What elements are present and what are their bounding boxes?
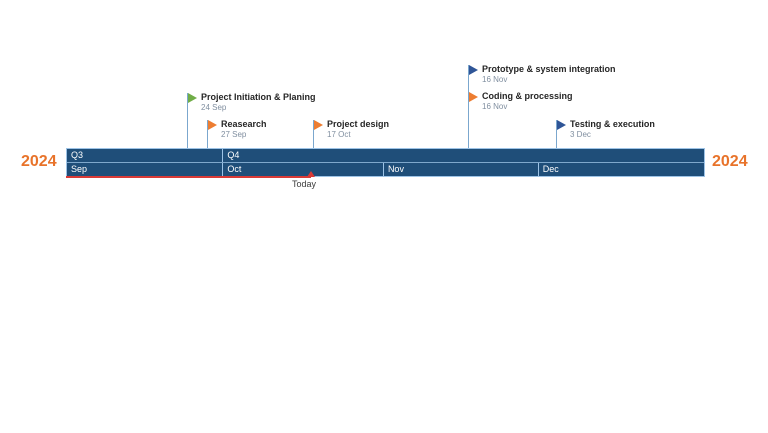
milestone-title: Coding & processing xyxy=(482,91,573,101)
milestone-flag-icon xyxy=(313,120,325,133)
milestone-flag-icon xyxy=(468,92,480,105)
milestone-title: Reasearch xyxy=(221,119,267,129)
axis-month-oct[interactable]: Oct xyxy=(222,163,383,176)
axis-quarter-q4[interactable]: Q4 xyxy=(222,149,704,162)
milestone-connector-line xyxy=(468,65,469,148)
flag-pennant xyxy=(188,93,197,103)
today-progress-line xyxy=(66,176,311,178)
year-label-end: 2024 xyxy=(712,153,748,170)
flag-pole xyxy=(468,65,469,78)
milestone-date: 3 Dec xyxy=(570,130,591,139)
milestone-connector-line xyxy=(207,120,208,148)
milestone-flag-icon xyxy=(468,65,480,78)
milestone-title: Testing & execution xyxy=(570,119,655,129)
today-label: Today xyxy=(292,179,317,189)
axis-quarter-q3[interactable]: Q3 xyxy=(71,150,84,160)
milestone-connector-line xyxy=(556,120,557,148)
milestone-connector-line xyxy=(187,93,188,148)
milestone-flag-icon xyxy=(556,120,568,133)
flag-pole xyxy=(313,120,314,133)
milestone-date: 16 Nov xyxy=(482,102,508,111)
flag-pennant xyxy=(208,120,217,130)
milestone-flag-icon xyxy=(207,120,219,133)
flag-pennant xyxy=(557,120,566,130)
milestone-date: 17 Oct xyxy=(327,130,351,139)
flag-pennant xyxy=(469,65,478,75)
year-label-start: 2024 xyxy=(21,153,57,170)
axis-month-nov[interactable]: Nov xyxy=(382,163,538,176)
milestone-date: 16 Nov xyxy=(482,75,508,84)
flag-pole xyxy=(556,120,557,133)
flag-pole xyxy=(187,93,188,106)
quarter-row: Q3 Q4 xyxy=(67,149,704,162)
axis-row-divider xyxy=(67,162,704,163)
axis-month-sep[interactable]: Sep xyxy=(71,164,88,174)
milestone-title: Prototype & system integration xyxy=(482,64,616,74)
milestone-date: 24 Sep xyxy=(201,103,227,112)
flag-pole xyxy=(207,120,208,133)
milestone-connector-line xyxy=(313,120,314,148)
flag-pennant xyxy=(314,120,323,130)
milestone-date: 27 Sep xyxy=(221,130,247,139)
milestone-title: Project design xyxy=(327,119,390,129)
milestone-flag-icon xyxy=(187,93,199,106)
milestone-title: Project Initiation & Planing xyxy=(201,92,316,102)
flag-pole xyxy=(468,92,469,105)
today-marker-icon xyxy=(307,171,315,177)
flag-pennant xyxy=(469,92,478,102)
axis-month-dec[interactable]: Dec xyxy=(537,163,704,176)
